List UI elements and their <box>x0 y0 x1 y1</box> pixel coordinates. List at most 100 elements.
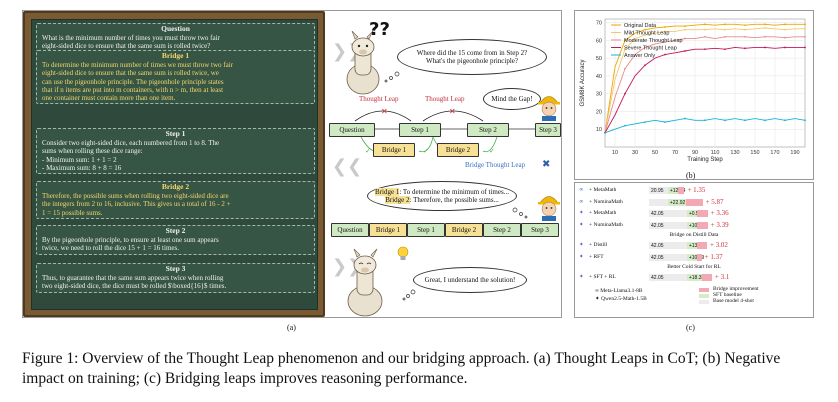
model-icon: ✦ <box>579 242 584 248</box>
tools-icon: ✖ <box>542 159 551 170</box>
series-point <box>664 41 666 44</box>
bubble-line: Bridge 2: Therefore, the possible sums..… <box>385 196 499 205</box>
series-point <box>784 36 786 39</box>
question-marks: ?? <box>369 19 390 40</box>
series-point <box>624 67 626 70</box>
legend-entry: SFT baseline <box>713 292 742 298</box>
model-icon: ∞ <box>579 187 584 193</box>
series-point <box>704 35 706 38</box>
x-tick-label: 190 <box>790 150 799 156</box>
gain-label: + 3.1 <box>714 273 730 281</box>
bridge-bar <box>677 187 685 194</box>
board-text-line: By the pigeonhole principle, to ensure a… <box>42 236 219 245</box>
legend-model: ✦ Qwen2.5-Math-1.5B <box>595 295 647 302</box>
dataset-label: + MetaMath <box>589 187 617 193</box>
thought-dots <box>384 71 400 83</box>
section-label: Bridge on Distill Data <box>669 232 719 238</box>
legend-model: ∞ Meta-Llama3.1-8B <box>595 287 643 294</box>
base-value: 42.05 <box>651 243 664 249</box>
series-point <box>604 131 606 134</box>
bridge-bar <box>697 242 707 249</box>
bridge-bar <box>696 221 708 229</box>
mind-gap-text: Mind the Gap! <box>491 94 533 103</box>
bridge-bar <box>686 198 703 206</box>
legend-entry: Base model 4-shot <box>713 298 754 304</box>
series-point <box>644 64 646 67</box>
thought-leap-label: Thought Leap <box>425 95 465 103</box>
y-tick-label: 50 <box>596 56 602 62</box>
y-tick-label: 10 <box>596 127 602 133</box>
board-text-line: Thus, to guarantee that the same sum app… <box>42 274 224 283</box>
bridged-chain-node: Question <box>331 223 369 237</box>
legend-entry: Bridge improvement <box>713 286 759 292</box>
series-point <box>724 23 726 26</box>
series-point <box>804 35 806 38</box>
series-point <box>764 35 766 38</box>
question-bubble: Where did the 15 come from in Step 2? Wh… <box>397 39 547 75</box>
panel-a-label: (a) <box>287 323 296 332</box>
svg-text:✕: ✕ <box>449 107 456 116</box>
chain-node-question: Question <box>329 123 375 137</box>
base-value: 20.95 <box>651 188 664 194</box>
series-point <box>684 25 686 28</box>
base-bar <box>649 242 687 249</box>
series-point <box>764 26 766 29</box>
bridge-text: : Therefore, the possible sums... <box>409 196 499 204</box>
thought-dots <box>402 289 416 301</box>
panel-c-label: (c) <box>686 323 695 332</box>
sft-value: +12.14 <box>670 188 685 194</box>
worker-icon <box>538 96 560 121</box>
board-text-line: two eight-sided dice, the dice must be r… <box>42 282 227 291</box>
base-value: 42.05 <box>651 222 664 229</box>
legend-entry: Answer Only <box>624 53 655 59</box>
bridge-bar <box>696 210 708 217</box>
bridge-text: : To determine the minimum of times... <box>399 187 509 196</box>
gain-label: + 3.39 <box>710 220 729 229</box>
base-value: 42.05 <box>651 254 664 261</box>
svg-text:✓: ✓ <box>365 147 371 155</box>
x-tick-label: 90 <box>692 150 698 156</box>
series-point <box>704 48 706 51</box>
dataset-label: + Distill <box>589 242 608 248</box>
series-point <box>804 46 806 49</box>
legend-entry: Original Data <box>624 23 657 29</box>
series-point <box>744 28 746 31</box>
series-point <box>684 28 686 31</box>
base-bar <box>649 187 668 194</box>
series-point <box>644 46 646 49</box>
sft-bar <box>667 187 678 194</box>
chevron-left-icon: ❮❮ <box>332 156 363 177</box>
section-label: Better Cold Start for RL <box>667 264 721 270</box>
board-text-line: eight-sided dice to ensure that the same… <box>42 69 219 78</box>
svg-text:✕: ✕ <box>381 107 388 116</box>
model-icon: ✦ <box>579 253 584 260</box>
series-point <box>804 119 806 122</box>
board-section-title: Question <box>161 24 190 33</box>
bridged-chain-node: Bridge 1 <box>369 223 407 237</box>
sft-bar <box>686 274 702 281</box>
dataset-label: + RFT <box>589 253 604 260</box>
x-tick-label: 70 <box>672 150 678 156</box>
lightbulb-icon <box>397 246 409 260</box>
sft-bar <box>686 221 697 229</box>
confused-llama-icon <box>346 31 380 95</box>
bridge-leap-label: Bridge Thought Leap <box>465 161 526 169</box>
board-text-line: one container must contain more than one… <box>42 94 176 103</box>
series-point <box>664 30 666 33</box>
bridge-bar <box>701 274 712 281</box>
bridged-chain-node: Step 3 <box>521 223 559 237</box>
base-bar <box>649 210 687 217</box>
series-point <box>704 119 706 122</box>
board-text-line: sums when rolling these dice range: <box>42 147 143 156</box>
series-point <box>704 28 706 31</box>
series-point <box>664 26 666 28</box>
